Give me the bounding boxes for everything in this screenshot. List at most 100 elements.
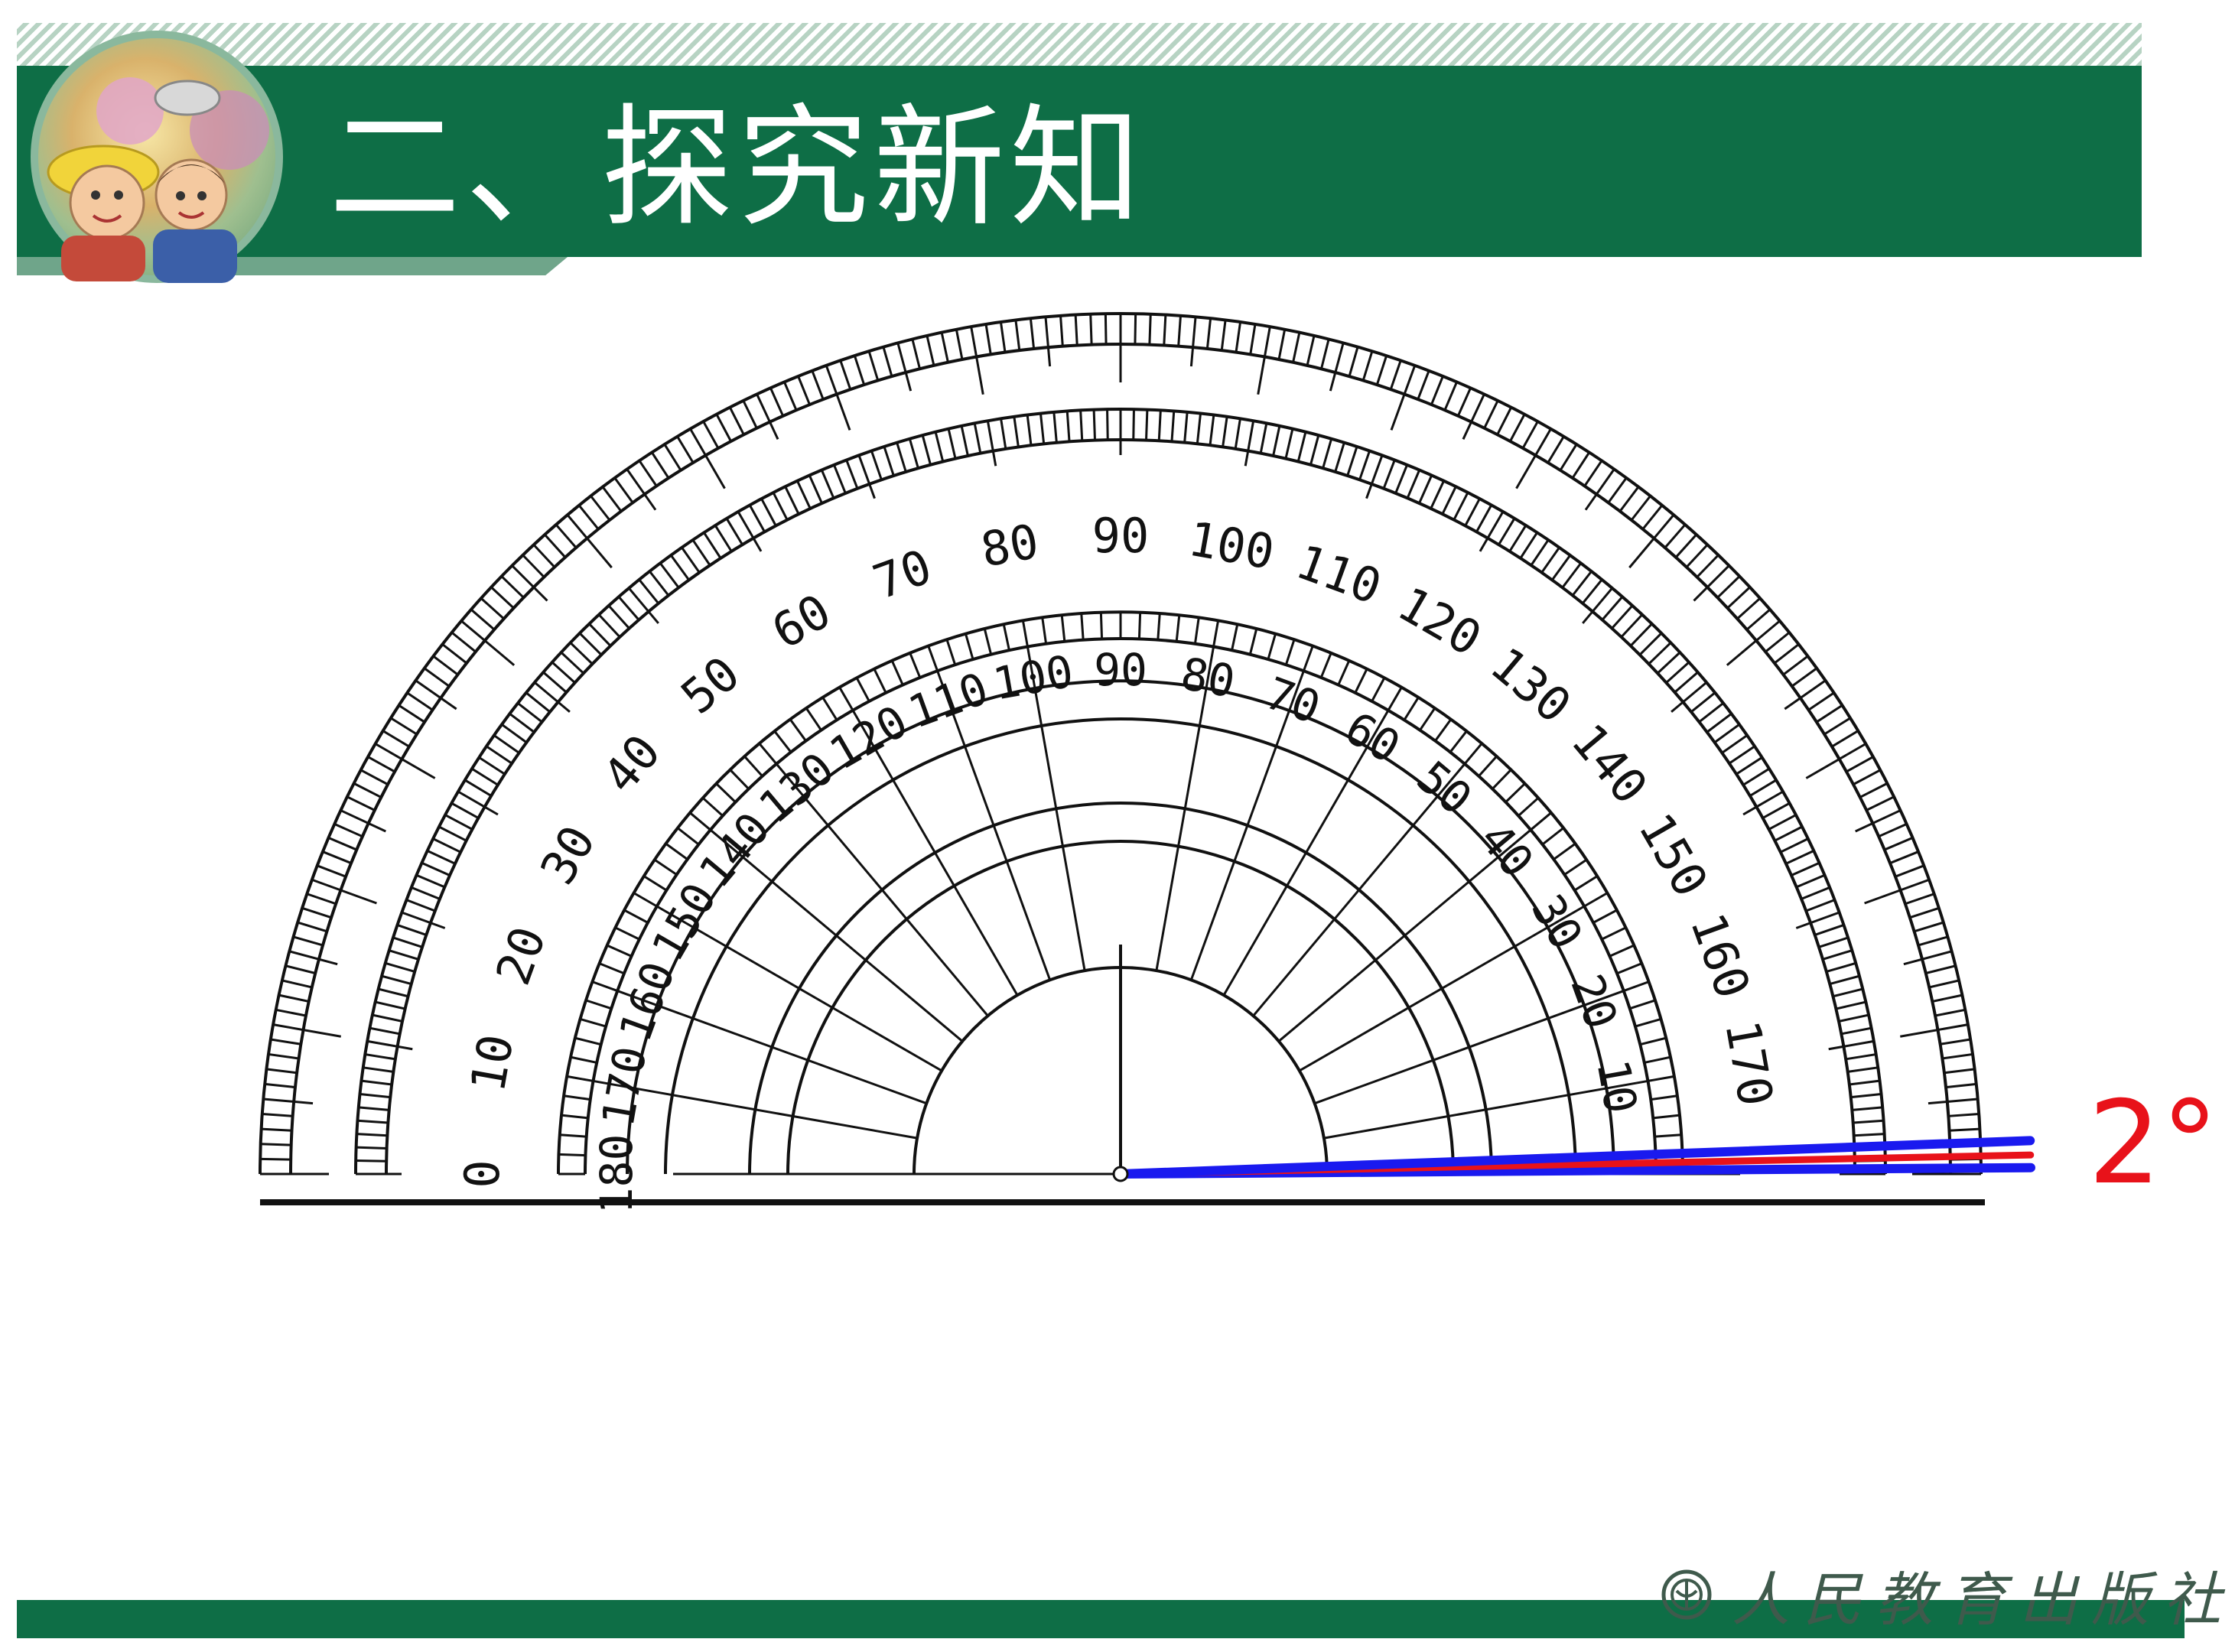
inner-tick: [1583, 892, 1609, 908]
inner-tick: [598, 962, 625, 975]
outer-tick: [262, 1113, 293, 1117]
children-illustration-icon: [47, 77, 269, 283]
middle-tick: [1638, 632, 1663, 656]
middle-tick: [714, 525, 733, 552]
inner-tick: [701, 797, 724, 817]
middle-tick: [1849, 1079, 1880, 1086]
radial-spoke: [709, 828, 964, 1042]
inner-tick: [1267, 633, 1277, 660]
middle-tick: [1768, 814, 1797, 831]
middle-tick: [401, 911, 446, 929]
inner-tick: [591, 980, 618, 992]
middle-tick: [1530, 539, 1550, 566]
middle-tick: [1571, 571, 1592, 597]
middle-tick: [411, 886, 441, 900]
middle-tick: [638, 578, 660, 604]
outer-tick: [1292, 332, 1301, 363]
middle-tick: [1170, 411, 1176, 442]
middle-tick: [1561, 562, 1583, 589]
inner-tick: [1592, 909, 1618, 924]
inner-tick: [563, 1094, 591, 1101]
middle-tick: [857, 454, 876, 499]
protractor-ticks: [260, 314, 1981, 1176]
middle-tick: [356, 1159, 387, 1163]
middle-tick: [432, 837, 461, 854]
middle-tick: [444, 814, 473, 831]
inner-tick: [1212, 620, 1220, 647]
outer-tick: [1607, 476, 1628, 504]
protractor-arc: [748, 802, 1493, 1175]
outer-tick: [1696, 554, 1719, 578]
radial-spoke: [1189, 670, 1305, 980]
outer-tick: [999, 321, 1007, 353]
middle-tick: [471, 767, 499, 786]
outer-tick: [1807, 691, 1835, 711]
middle-tick: [385, 961, 415, 973]
middle-tick: [525, 691, 551, 714]
inner-tick: [614, 926, 640, 941]
middle-tick: [1805, 899, 1836, 912]
inner-scale-label: 50: [1407, 751, 1482, 825]
middle-tick: [1721, 734, 1749, 754]
radial-spoke: [1155, 646, 1215, 971]
outer-tick: [285, 964, 316, 974]
middle-tick: [1822, 949, 1853, 961]
inner-tick: [1248, 628, 1258, 655]
inner-tick: [1041, 616, 1048, 645]
outer-tick: [322, 850, 352, 864]
middle-tick: [1453, 492, 1469, 521]
inner-tick: [1175, 614, 1181, 642]
outer-scale-label: 140: [1560, 713, 1658, 815]
outer-scale-label: 130: [1480, 636, 1582, 734]
middle-tick: [1620, 613, 1644, 638]
outer-tick: [1348, 346, 1359, 377]
inner-tick: [1463, 742, 1483, 765]
inner-tick: [1492, 769, 1512, 790]
middle-tick: [1853, 1119, 1884, 1124]
outer-tick: [1220, 320, 1227, 351]
outer-tick: [406, 691, 434, 711]
middle-tick: [1065, 411, 1071, 442]
outer-scale-label: 50: [671, 646, 750, 725]
outer-tick: [1846, 756, 1874, 773]
inner-tick: [1518, 797, 1540, 817]
middle-tick: [617, 596, 640, 621]
outer-tick: [1177, 315, 1182, 346]
radial-spoke: [1277, 828, 1532, 1042]
outer-tick: [1515, 428, 1552, 489]
inner-tick: [1337, 659, 1351, 686]
inner-tick: [743, 755, 763, 777]
middle-tick: [960, 425, 969, 457]
outer-tick: [756, 393, 779, 440]
middle-tick: [357, 1119, 389, 1124]
radial-spoke: [1323, 1079, 1648, 1140]
inner-tick: [1157, 613, 1161, 640]
inner-scale-label: 120: [821, 695, 916, 780]
outer-tick: [1925, 964, 1956, 974]
outer-scale-label: 20: [485, 919, 557, 992]
outer-tick: [1235, 321, 1242, 353]
middle-tick: [1742, 790, 1784, 816]
inner-tick: [789, 718, 807, 742]
angle-label: 2°: [2088, 1077, 2219, 1210]
inner-tick: [890, 659, 904, 686]
middle-tick: [405, 899, 436, 912]
outer-tick: [460, 620, 516, 666]
radial-spoke: [1299, 905, 1585, 1072]
middle-tick: [578, 632, 603, 656]
middle-tick: [1382, 459, 1396, 489]
middle-tick: [451, 802, 480, 819]
middle-tick: [493, 734, 520, 754]
middle-tick: [396, 924, 427, 936]
middle-tick: [457, 790, 499, 816]
outer-tick: [297, 921, 327, 933]
outer-tick: [769, 387, 785, 417]
outer-tick: [555, 523, 577, 549]
outer-tick: [1784, 679, 1827, 711]
inner-tick: [855, 677, 870, 702]
radial-spoke: [1222, 710, 1390, 996]
middle-tick: [1836, 1000, 1866, 1010]
inner-tick: [1478, 755, 1498, 777]
inner-tick: [676, 827, 700, 846]
outer-tick: [511, 564, 548, 602]
